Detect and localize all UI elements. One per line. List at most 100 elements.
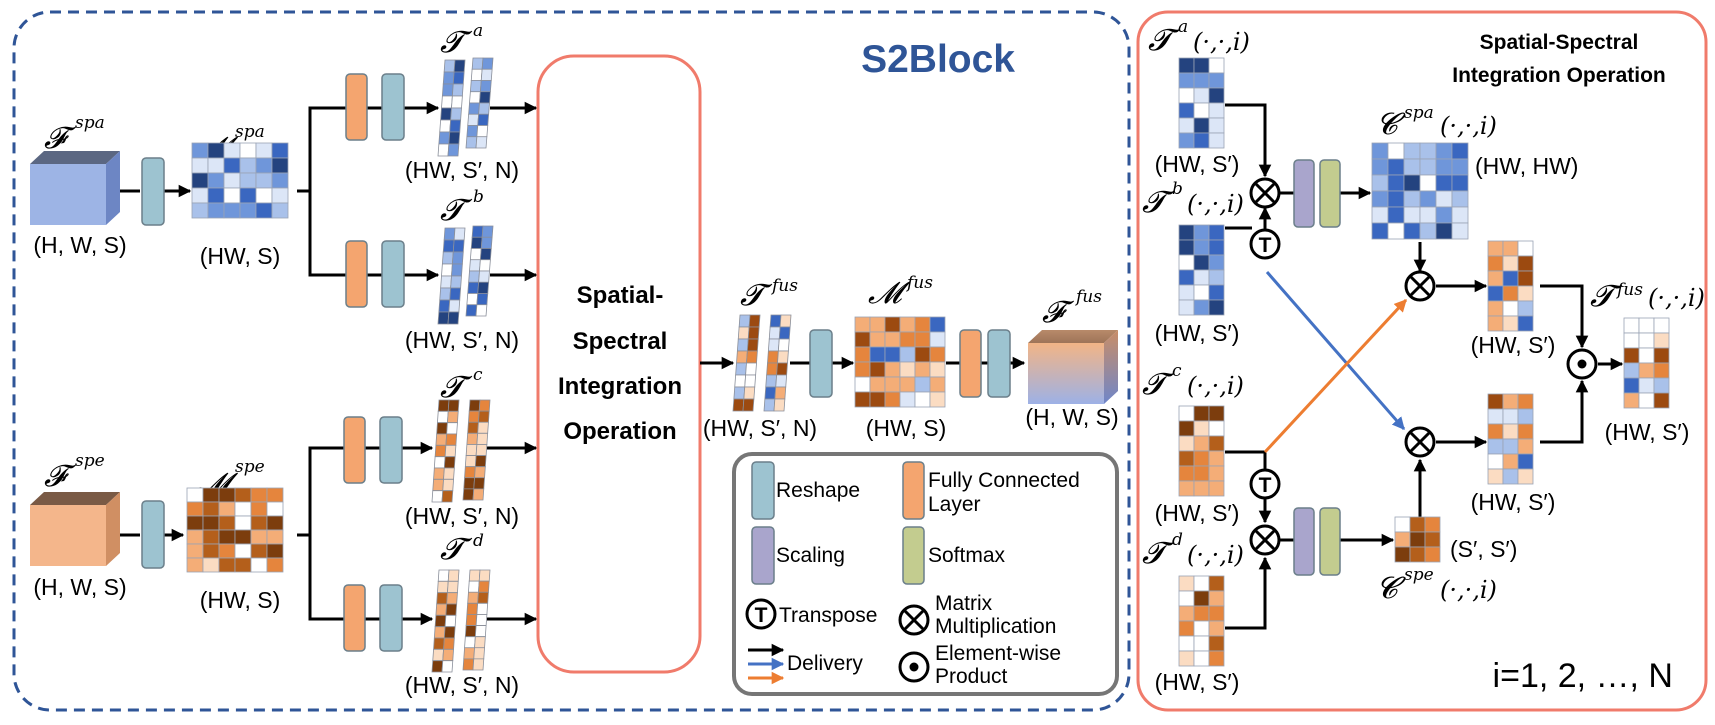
grid-cell	[1502, 300, 1519, 317]
fc-d	[343, 584, 366, 652]
grid-cell	[1387, 174, 1405, 192]
grid-cell	[1178, 635, 1195, 652]
grid-cell	[1193, 117, 1210, 134]
grid-cell	[1178, 465, 1195, 482]
strip-cell	[449, 119, 462, 133]
strip-cell	[480, 236, 493, 249]
svg-text:d: d	[1172, 530, 1183, 550]
strip-cell	[437, 399, 450, 412]
arrow-ta-matmul	[1225, 103, 1272, 178]
grid-cell	[1208, 650, 1225, 667]
grid-cell	[1178, 72, 1195, 89]
reshape-d	[379, 584, 403, 652]
svg-text:𝓣: 𝓣	[1148, 23, 1181, 58]
strip-cell	[449, 287, 462, 301]
grid-cell	[1623, 347, 1640, 364]
grid-cell	[1208, 620, 1225, 637]
ssio-panel-title-line-1: Spatial-Spectral	[1480, 31, 1639, 54]
grid-cell	[1653, 362, 1670, 379]
grid-cell	[1487, 285, 1504, 302]
grid-cell	[899, 346, 916, 363]
strip-cell	[451, 251, 464, 265]
rt-tfus-dims: (HW, S′)	[1605, 419, 1690, 445]
strip-cell	[448, 299, 461, 313]
strip-cell	[732, 398, 745, 412]
grid-cell	[266, 515, 284, 531]
cube-f-fus	[1028, 330, 1118, 404]
strip-cell	[471, 57, 484, 70]
index-note: i=1, 2, …, N	[1493, 657, 1673, 695]
grid-cell	[1208, 435, 1225, 452]
grid-cell	[207, 157, 225, 174]
strip-cell	[462, 658, 475, 671]
t-b-superscript: b	[473, 187, 484, 207]
rt-cspe-matrix	[1394, 516, 1441, 563]
strip-cell	[774, 386, 787, 400]
grid-cell	[1424, 516, 1441, 533]
grid-cell	[914, 316, 931, 333]
rt-ta-dims: (HW, S′)	[1155, 151, 1240, 177]
strip-cell	[747, 326, 760, 340]
rt-td-dims: (HW, S′)	[1155, 669, 1240, 695]
legend-fc-swatch	[902, 461, 925, 520]
grid-cell	[1403, 158, 1421, 176]
strip-cell	[479, 259, 491, 272]
grid-cell	[271, 202, 289, 219]
grid-cell	[854, 376, 871, 393]
grid-cell	[202, 501, 220, 517]
strip-cell	[472, 658, 485, 671]
grid-cell	[1451, 222, 1469, 240]
grid-cell	[1193, 299, 1210, 316]
strip-cell	[763, 398, 776, 412]
strip-cell	[471, 225, 484, 238]
grid-cell	[1193, 575, 1210, 592]
rt-tfus-matrix	[1623, 317, 1670, 409]
grid-cell	[207, 202, 225, 219]
m-fus-dims: (HW, S)	[866, 415, 947, 441]
strip-cell	[437, 410, 449, 424]
strip-cell	[435, 603, 448, 616]
grid-cell	[1208, 224, 1225, 241]
grid-cell	[1487, 423, 1504, 440]
strip-cell	[470, 236, 483, 249]
grid-cell	[1487, 255, 1504, 272]
grid-cell	[1387, 206, 1405, 224]
grid-cell	[914, 376, 931, 393]
grid-cell	[929, 316, 946, 333]
grid-cell	[1193, 87, 1210, 104]
matmul-op-spa	[1404, 270, 1436, 302]
grid-cell	[250, 515, 268, 531]
strip-cell	[473, 477, 485, 490]
strip-cell	[468, 569, 481, 582]
rt-td-matrix	[1178, 575, 1225, 667]
grid-cell	[1653, 347, 1670, 364]
grid-cell	[1371, 142, 1389, 160]
strip-cell	[438, 299, 451, 313]
strip-cell	[773, 398, 786, 412]
grid-cell	[884, 361, 901, 378]
f-spe-symbol: 𝓕	[44, 459, 77, 494]
grid-cell	[218, 501, 236, 517]
legend-elementwise-label-1: Element-wise	[935, 642, 1061, 665]
grid-cell	[869, 331, 886, 348]
strip-cell	[766, 362, 778, 376]
strip-cell	[746, 350, 758, 364]
strip-cell	[475, 304, 488, 317]
grid-cell	[250, 557, 268, 573]
svg-text:(·,·,i): (·,·,i)	[1187, 190, 1244, 218]
strip-cell	[746, 338, 759, 352]
grid-cell	[1394, 546, 1411, 563]
t-d-dims: (HW, S′, N)	[405, 672, 519, 698]
grid-cell	[1419, 190, 1437, 208]
grid-cell	[1394, 531, 1411, 548]
strip-cell	[468, 270, 480, 283]
strip-cell	[451, 95, 463, 109]
strip-cell	[441, 660, 454, 673]
t-a-dims: (HW, S′, N)	[405, 157, 519, 183]
grid-cell	[202, 487, 220, 503]
legend-matmul-symbol	[898, 604, 930, 636]
grid-cell	[1638, 317, 1655, 334]
strip-cell	[434, 444, 447, 458]
grid-cell	[1638, 392, 1655, 409]
legend-transpose-symbol: T	[745, 598, 777, 630]
